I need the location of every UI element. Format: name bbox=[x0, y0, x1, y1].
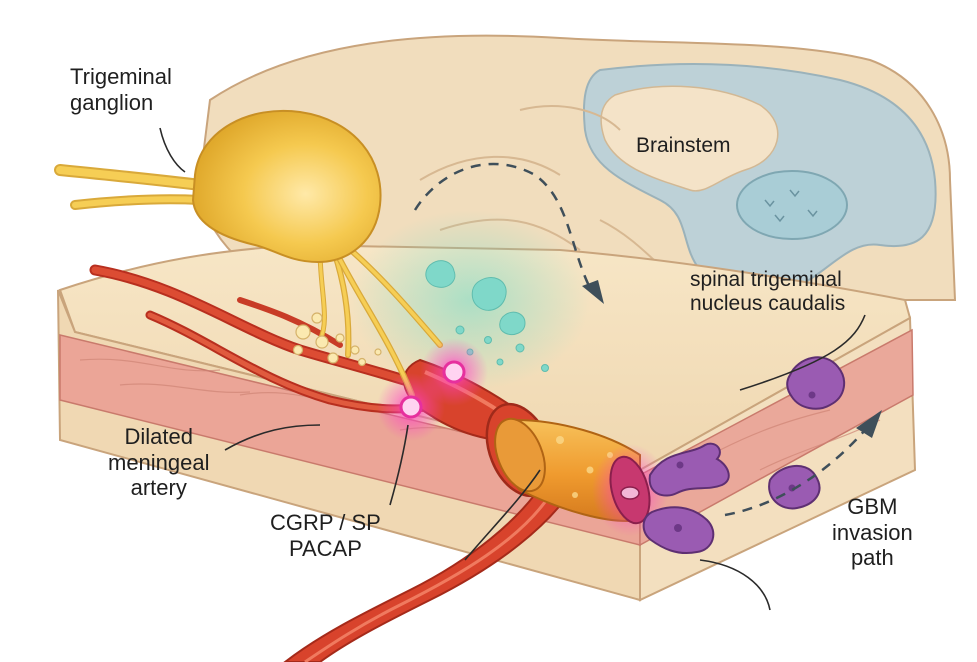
label-line: CGRP / SP bbox=[270, 510, 381, 536]
label-spinal-trigeminal-nucleus: spinal trigeminal nucleus caudalis bbox=[690, 268, 845, 317]
label-gbm-invasion-path: GBM invasion path bbox=[832, 494, 913, 571]
label-line: ganglion bbox=[70, 90, 172, 116]
label-brainstem: Brainstem bbox=[636, 134, 731, 158]
label-trigeminal-ganglion: Trigeminal ganglion bbox=[70, 64, 172, 115]
label-neuropeptides: CGRP / SP PACAP bbox=[270, 510, 381, 561]
vessel-lumen bbox=[621, 487, 639, 499]
neuropeptide-release-site-1 bbox=[444, 362, 464, 382]
label-line: invasion bbox=[832, 520, 913, 546]
label-line: artery bbox=[108, 475, 210, 501]
label-line: path bbox=[832, 545, 913, 571]
label-line: PACAP bbox=[270, 536, 381, 562]
label-line: meningeal bbox=[108, 450, 210, 476]
label-line: Trigeminal bbox=[70, 64, 172, 90]
nucleus-caudalis bbox=[737, 171, 847, 239]
label-dilated-meningeal-artery: Dilated meningeal artery bbox=[108, 424, 210, 501]
label-line: Dilated bbox=[108, 424, 210, 450]
neuropeptide-release-site-2 bbox=[401, 397, 421, 417]
label-line: spinal trigeminal bbox=[690, 268, 845, 292]
label-line: nucleus caudalis bbox=[690, 292, 845, 316]
label-line: GBM bbox=[832, 494, 913, 520]
